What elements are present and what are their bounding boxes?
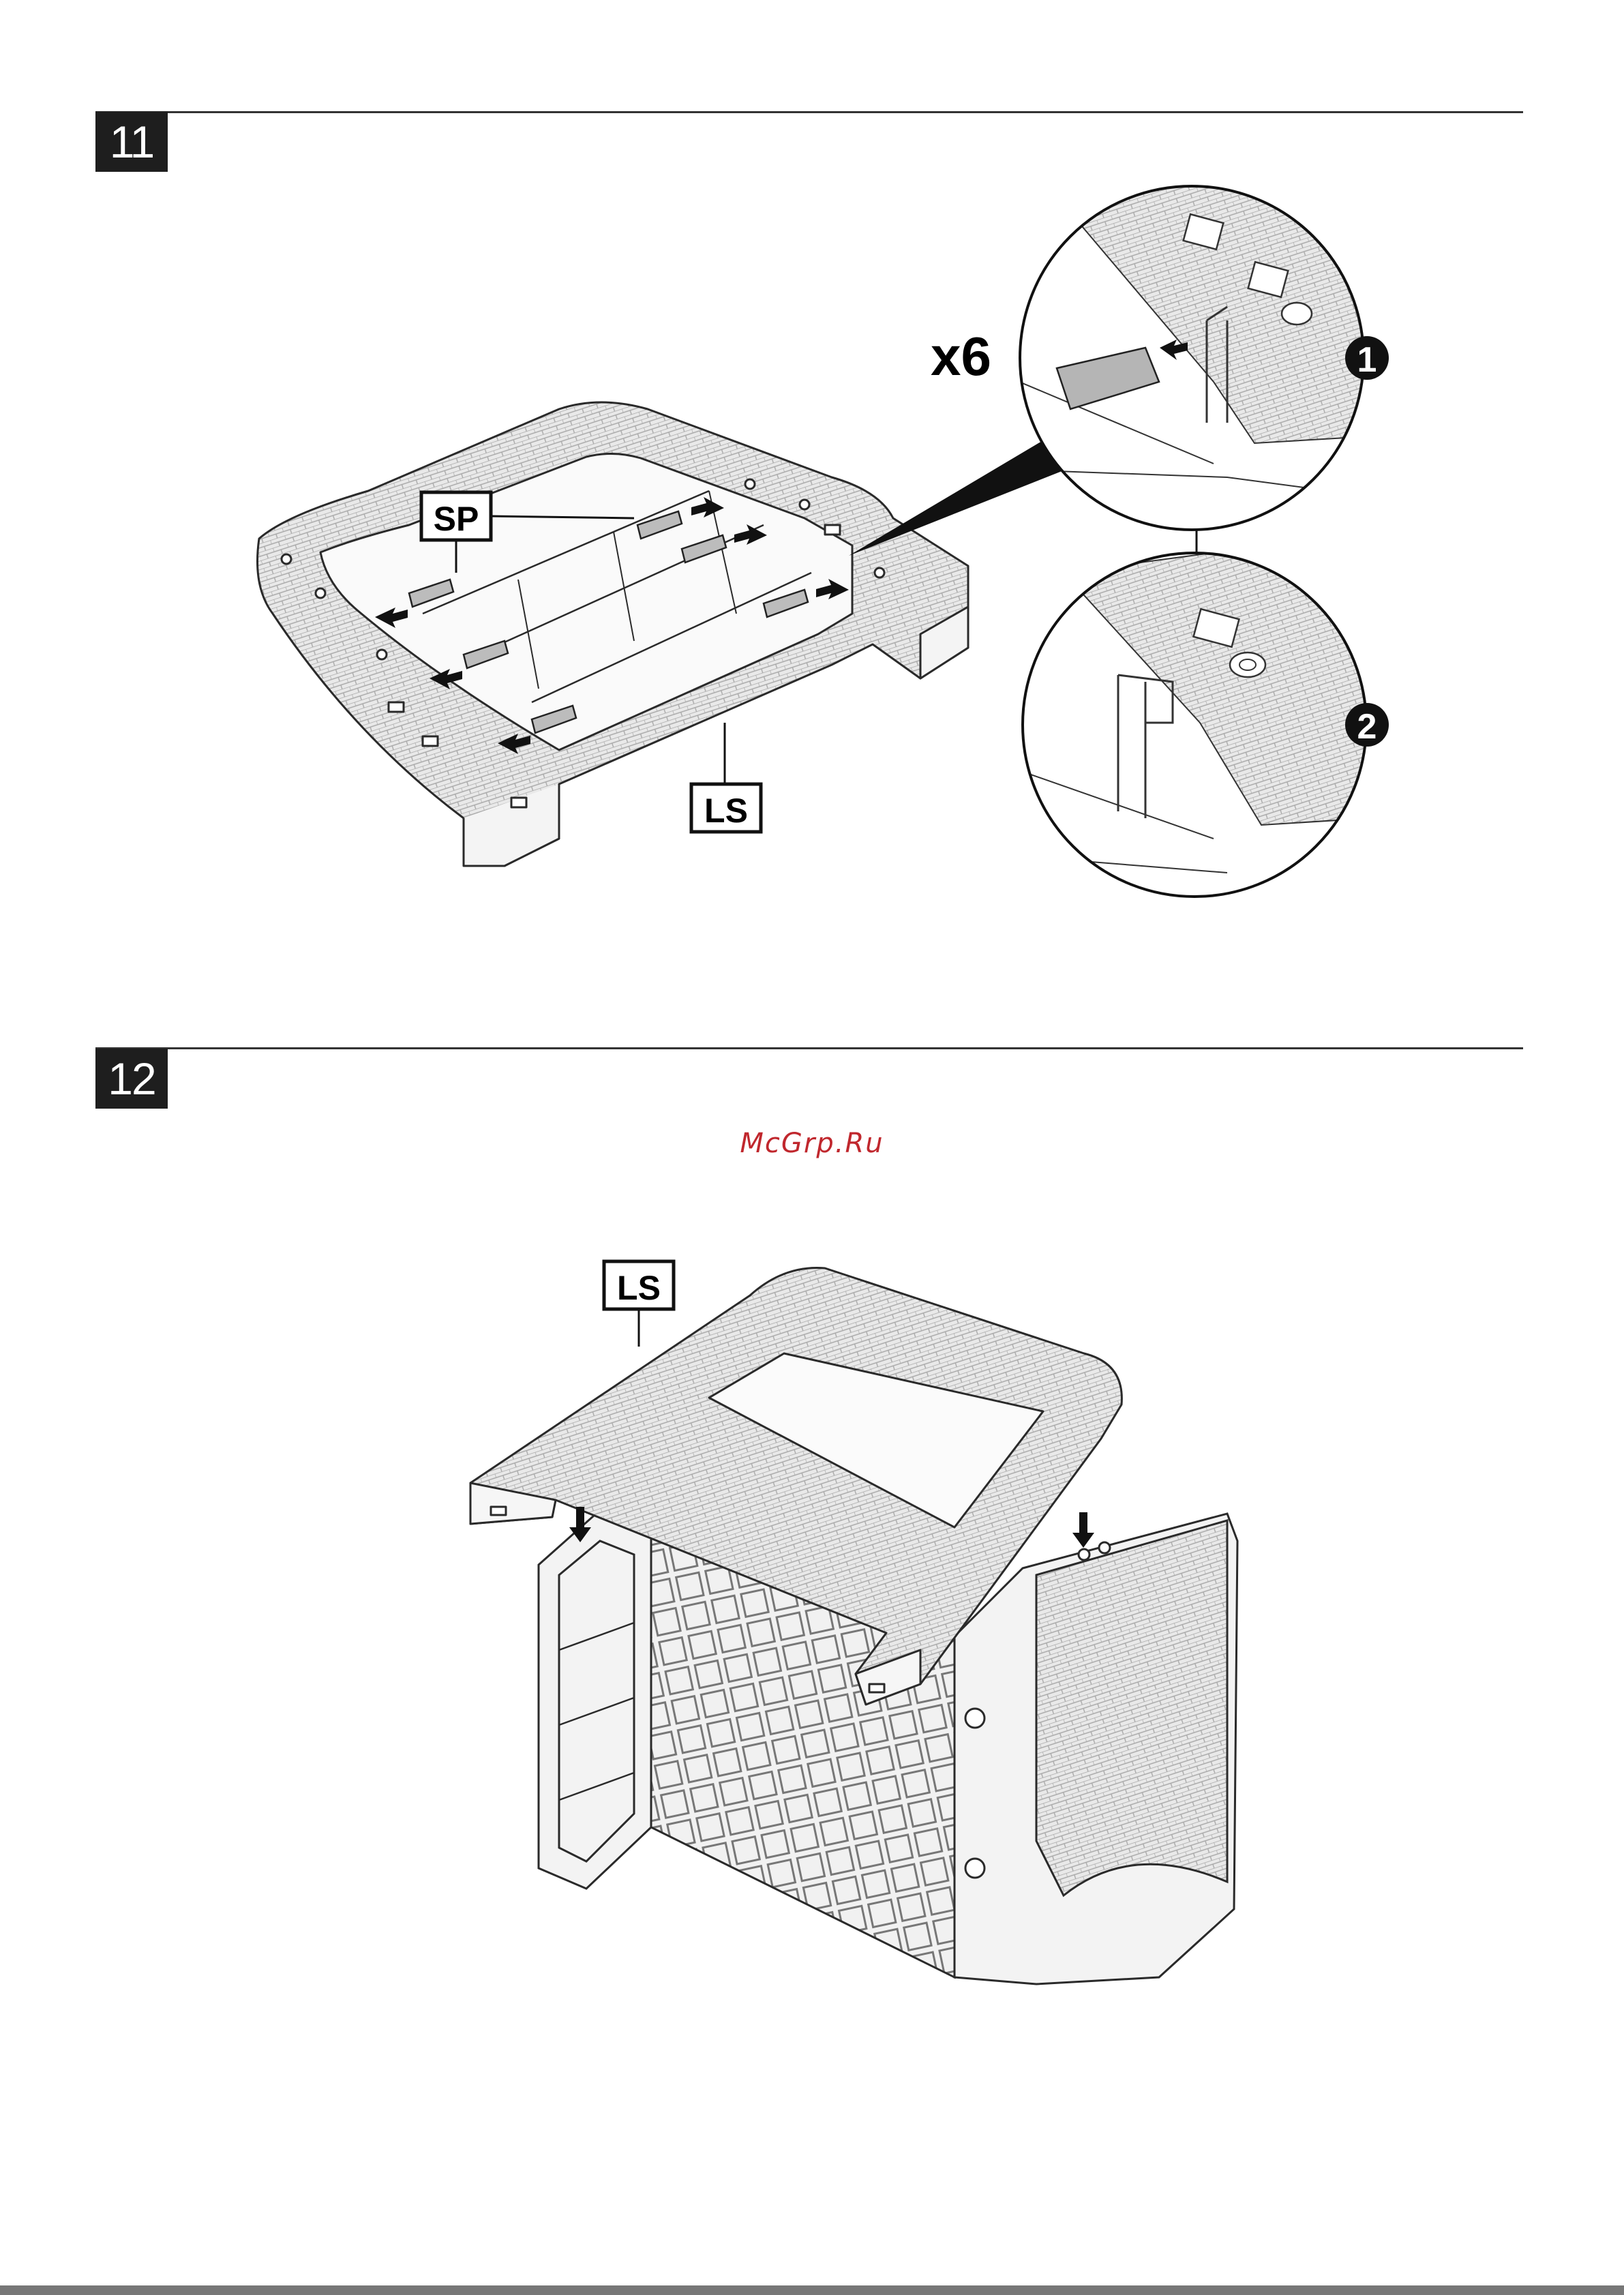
left-side-panel xyxy=(539,1510,651,1889)
right-side-panel xyxy=(954,1514,1237,1984)
detail-circle-2: 2 xyxy=(1016,532,1389,903)
ls-label-step-12: LS xyxy=(604,1261,674,1347)
quantity-label: x6 xyxy=(931,326,991,387)
ls-label-text-12: LS xyxy=(617,1269,661,1307)
detail-number-1: 1 xyxy=(1357,340,1377,380)
callout-pointer xyxy=(849,436,1064,556)
page-bottom-edge xyxy=(0,2285,1624,2295)
detail-number-2: 2 xyxy=(1357,707,1377,747)
ls-label-step-11: LS xyxy=(691,723,761,832)
sp-label-text: SP xyxy=(434,500,479,538)
detail-circle-1: 1 xyxy=(1016,157,1389,539)
seat-frame-step-11 xyxy=(258,402,969,866)
ls-label-text: LS xyxy=(704,792,748,830)
